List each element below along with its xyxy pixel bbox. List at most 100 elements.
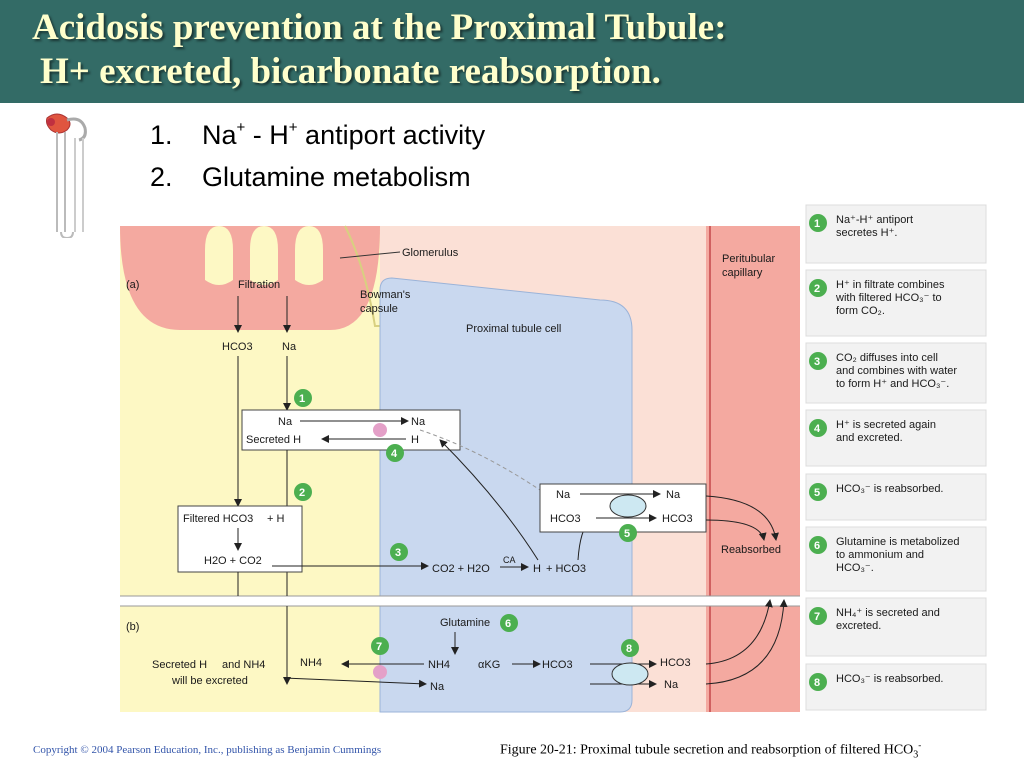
svg-text:3: 3 bbox=[395, 547, 401, 559]
excreted-label-and: and NH4 bbox=[222, 659, 265, 671]
legend-step-2-line: H⁺ in filtrate combines bbox=[836, 279, 945, 291]
nephron-icon bbox=[46, 113, 87, 238]
figure-caption: Figure 20-21: Proximal tubule secretion … bbox=[500, 740, 922, 761]
step-1-marker: 1 bbox=[294, 389, 312, 407]
legend-step-7-badge bbox=[809, 607, 827, 625]
co2-h2o-label: CO2 + H2O bbox=[432, 563, 490, 575]
legend-step-2-line: form CO₂. bbox=[836, 305, 885, 317]
svg-text:6: 6 bbox=[505, 618, 511, 630]
step-3-marker: 3 bbox=[390, 543, 408, 561]
legend-step-6-badge bbox=[809, 536, 827, 554]
tubule-lumen bbox=[120, 226, 380, 712]
bowmans-label-1: Bowman's bbox=[360, 289, 411, 301]
step-5-marker: 5 bbox=[619, 524, 637, 542]
legend-step-6-line: HCO₃⁻. bbox=[836, 562, 874, 574]
title-line-1: Acidosis prevention at the Proximal Tubu… bbox=[32, 7, 727, 48]
legend-step-5: 5 HCO₃⁻ is reabsorbed. bbox=[805, 473, 987, 521]
glomerulus-label: Glomerulus bbox=[402, 247, 459, 259]
hco3-cell-b-label: HCO3 bbox=[542, 659, 573, 671]
legend-step-8: 8 HCO₃⁻ is reabsorbed. bbox=[805, 663, 987, 711]
step-7-marker: 7 bbox=[371, 637, 389, 655]
svg-text:3: 3 bbox=[814, 356, 820, 368]
legend-step-7-line: NH₄⁺ is secreted and bbox=[836, 607, 940, 619]
box1-secreted-h: Secreted H bbox=[246, 434, 301, 446]
box5-na-right: Na bbox=[666, 489, 681, 501]
na-cell-b-label: Na bbox=[430, 681, 445, 693]
svg-text:5: 5 bbox=[624, 528, 630, 540]
legend-step-5-line: HCO₃⁻ is reabsorbed. bbox=[836, 483, 944, 495]
akg-label: αKG bbox=[478, 659, 500, 671]
filtration-label: Filtration bbox=[238, 279, 280, 291]
slide-title: Acidosis prevention at the Proximal Tubu… bbox=[32, 6, 727, 94]
svg-text:4: 4 bbox=[391, 448, 398, 460]
legend-step-3-line: CO₂ diffuses into cell bbox=[836, 352, 938, 364]
glutamine-label: Glutamine bbox=[440, 617, 490, 629]
box1-na-left: Na bbox=[278, 416, 293, 428]
box5-na-left: Na bbox=[556, 489, 571, 501]
nh4-lumen-label: NH4 bbox=[300, 657, 322, 669]
peritubular-label-1: Peritubular bbox=[722, 253, 776, 265]
peritubular-label-2: capillary bbox=[722, 267, 763, 279]
legend-step-7-line: excreted. bbox=[836, 620, 881, 632]
legend-step-1-badge bbox=[809, 214, 827, 232]
excreted-label-2: will be excreted bbox=[171, 675, 248, 687]
peritubular-capillary bbox=[706, 226, 800, 712]
box2-plus-h: + H bbox=[267, 513, 284, 525]
legend-step-2-line: with filtered HCO₃⁻ to bbox=[835, 292, 942, 304]
na-filtered-label: Na bbox=[282, 341, 297, 353]
nh4-transporter-dot bbox=[373, 665, 387, 679]
plus-hco3-label: + HCO3 bbox=[546, 563, 586, 575]
panel-b-label: (b) bbox=[126, 621, 139, 633]
cotransporter-5 bbox=[609, 494, 647, 518]
bullet-item-glutamine: 2.Glutamine metabolism bbox=[150, 162, 471, 192]
title-line-2: H+ excreted, bicarbonate reabsorption. bbox=[40, 51, 661, 92]
panel-a-label: (a) bbox=[126, 279, 139, 291]
excreted-label-1: Secreted H bbox=[152, 659, 207, 671]
proximal-cell-label: Proximal tubule cell bbox=[466, 323, 561, 335]
legend-step-8-line: HCO₃⁻ is reabsorbed. bbox=[836, 673, 944, 685]
legend-step-3-line: and combines with water bbox=[836, 365, 957, 377]
svg-text:2: 2 bbox=[299, 487, 305, 499]
step-2-marker: 2 bbox=[294, 483, 312, 501]
legend-step-2-badge bbox=[809, 279, 827, 297]
svg-text:5: 5 bbox=[814, 487, 820, 499]
bullet-item-antiport: 1.Na+ - H+ antiport activity bbox=[150, 119, 486, 150]
box5-hco3-left: HCO3 bbox=[550, 513, 581, 525]
legend-step-6-line: to ammonium and bbox=[836, 549, 924, 561]
legend-step-3-line: to form H⁺ and HCO₃⁻. bbox=[836, 378, 949, 390]
bullet-list: 1.Na+ - H+ antiport activity 2.Glutamine… bbox=[150, 114, 485, 198]
svg-text:8: 8 bbox=[814, 677, 820, 689]
step-4-marker: 4 bbox=[386, 444, 404, 462]
reabsorbed-label: Reabsorbed bbox=[721, 544, 781, 556]
box1-na-right: Na bbox=[411, 416, 426, 428]
legend-step-1-line: secretes H⁺. bbox=[836, 227, 897, 239]
svg-text:7: 7 bbox=[814, 611, 820, 623]
antiporter-dot bbox=[373, 423, 387, 437]
legend-step-4-line: H⁺ is secreted again bbox=[836, 419, 936, 431]
box1-h-right: H bbox=[411, 434, 419, 446]
svg-text:4: 4 bbox=[814, 423, 821, 435]
legend-step-8-badge bbox=[809, 673, 827, 691]
proximal-cell-b bbox=[379, 605, 633, 713]
legend-step-3-badge bbox=[809, 352, 827, 370]
na-cap-b-label: Na bbox=[664, 679, 679, 691]
legend-step-4-line: and excreted. bbox=[836, 432, 903, 444]
h-cell-label: H bbox=[533, 563, 541, 575]
legend-step-1-line: Na⁺-H⁺ antiport bbox=[836, 214, 913, 226]
hco3-filtered-label: HCO3 bbox=[222, 341, 253, 353]
nh4-cell-label: NH4 bbox=[428, 659, 450, 671]
box2-line2: H2O + CO2 bbox=[204, 555, 262, 567]
box2-line1: Filtered HCO3 bbox=[183, 513, 253, 525]
legend-step-5-badge bbox=[809, 483, 827, 501]
cotransporter-8 bbox=[611, 662, 649, 686]
svg-text:6: 6 bbox=[814, 540, 820, 552]
copyright-text: Copyright © 2004 Pearson Education, Inc.… bbox=[33, 744, 382, 756]
legend-step-4-badge bbox=[809, 419, 827, 437]
